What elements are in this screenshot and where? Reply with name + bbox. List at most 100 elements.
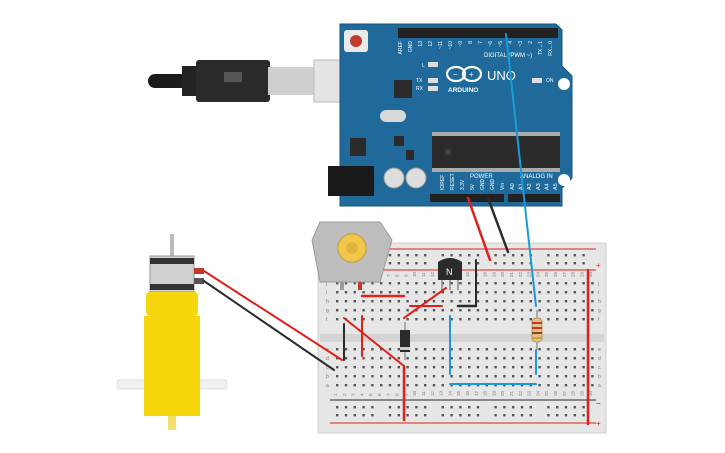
row-letter: g (326, 308, 329, 314)
breadboard-hole (441, 282, 444, 285)
breadboard-hole (591, 309, 594, 312)
breadboard-hole (406, 309, 409, 312)
column-number: 9 (403, 274, 408, 277)
rail-hole (441, 254, 444, 257)
rail-hole (406, 262, 409, 265)
mounting-hole (558, 174, 570, 186)
breadboard-hole (336, 357, 339, 360)
breadboard-hole (388, 291, 392, 294)
breadboard-hole (362, 309, 365, 312)
rail-hole (529, 406, 532, 409)
breadboard-hole (432, 318, 436, 321)
rail-hole (406, 414, 409, 417)
breadboard-hole (380, 282, 383, 285)
breadboard-hole (538, 282, 541, 285)
digital-pin-label: RX←0 (548, 41, 554, 56)
column-number: 23 (527, 271, 532, 277)
column-number: 24 (535, 271, 540, 277)
breadboard-hole (556, 357, 559, 360)
column-number: 5 (368, 393, 373, 396)
breadboard-hole (591, 291, 594, 294)
breadboard-hole (573, 300, 576, 303)
breadboard-hole (415, 375, 418, 378)
analog-label: ANALOG IN (520, 174, 553, 180)
row-letter: b (598, 374, 601, 380)
breadboard-hole (353, 348, 356, 351)
rail-hole (547, 254, 550, 257)
breadboard-hole (529, 357, 532, 360)
breadboard-hole (556, 366, 559, 369)
column-number: 26 (553, 390, 558, 396)
breadboard-hole (344, 300, 348, 303)
rail-hole (362, 414, 365, 417)
rail-hole (512, 262, 515, 265)
column-number: 30 (588, 271, 593, 277)
analog-pin-label: A5 (553, 183, 559, 190)
breadboard-hole (485, 357, 488, 360)
breadboard-hole (547, 300, 550, 303)
column-number: 7 (386, 393, 391, 396)
breadboard-hole (344, 348, 348, 351)
rail-hole (556, 406, 559, 409)
breadboard-hole (371, 348, 374, 351)
breadboard-hole (371, 291, 374, 294)
breadboard-hole (336, 291, 339, 294)
diode (400, 322, 410, 360)
breadboard-hole (591, 282, 594, 285)
breadboard-hole (538, 357, 541, 360)
model-label: UNO (487, 68, 516, 83)
breadboard-hole (397, 375, 400, 378)
breadboard-hole (547, 375, 550, 378)
breadboard-hole (468, 300, 471, 303)
rail-hole (476, 406, 480, 409)
column-number: 25 (544, 390, 549, 396)
breadboard-hole (380, 318, 383, 321)
breadboard-hole (336, 375, 339, 378)
power-label: POWER (470, 174, 493, 180)
breadboard-hole (441, 366, 444, 369)
breadboard-hole (529, 291, 532, 294)
rail-hole (494, 262, 497, 265)
breadboard-hole (397, 366, 400, 369)
breadboard-hole (512, 366, 515, 369)
wire-signal (505, 33, 537, 307)
breadboard-hole (512, 309, 515, 312)
breadboard-hole (485, 375, 488, 378)
breadboard-hole (424, 300, 427, 303)
breadboard-hole (344, 282, 348, 285)
breadboard-hole (547, 309, 550, 312)
svg-text:+: + (469, 70, 474, 79)
column-number: 11 (421, 391, 426, 396)
breadboard-hole (397, 384, 400, 387)
breadboard-hole (380, 375, 383, 378)
rail-hole (371, 406, 374, 409)
breadboard-hole (556, 300, 559, 303)
wire-motor-black (203, 280, 335, 371)
rail-hole (468, 254, 471, 257)
rail-hole (424, 254, 427, 257)
breadboard-hole (494, 357, 497, 360)
breadboard-hole (380, 348, 383, 351)
row-letter: a (326, 383, 329, 389)
led-rx-label: RX (416, 86, 424, 92)
rail-hole (441, 414, 444, 417)
breadboard-hole (450, 309, 453, 312)
breadboard-hole (512, 348, 515, 351)
svg-text:−: − (453, 70, 458, 79)
rail-hole (582, 414, 585, 417)
column-number: 22 (518, 390, 523, 396)
rail-hole (424, 414, 427, 417)
breadboard-hole (388, 375, 392, 378)
breadboard-hole (494, 375, 497, 378)
breadboard-hole (468, 375, 471, 378)
breadboard-hole (538, 300, 541, 303)
digital-pin-label: 8 (468, 41, 474, 44)
column-number: 25 (544, 271, 549, 277)
breadboard-hole (362, 318, 365, 321)
breadboard-hole (573, 291, 576, 294)
digital-pin-label: ~6 (488, 41, 494, 47)
breadboard-hole (362, 282, 365, 285)
breadboard-hole (547, 318, 550, 321)
rail-hole (494, 254, 497, 257)
